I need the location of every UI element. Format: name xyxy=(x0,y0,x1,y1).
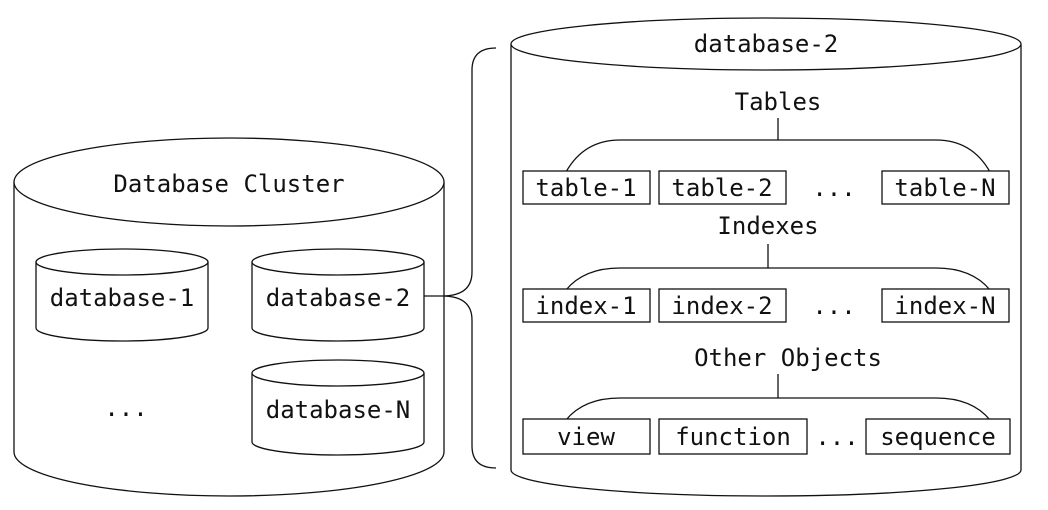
indexes-label: Indexes xyxy=(717,212,818,240)
index-n-label: index-N xyxy=(894,292,995,320)
detail-cylinder-body xyxy=(510,44,1022,497)
indexes-group: Indexes index-1 index-2 ... index-N xyxy=(522,212,1010,323)
tables-group: Tables table-1 table-2 ... table-N xyxy=(522,88,1010,205)
database-2-label: database-2 xyxy=(266,284,411,312)
index-1-label: index-1 xyxy=(535,292,636,320)
other-objects-label: Other Objects xyxy=(694,344,882,372)
view-label: view xyxy=(557,423,615,451)
table-2-box[interactable] xyxy=(658,170,787,205)
index-n-box[interactable] xyxy=(881,288,1010,323)
table-1-box[interactable] xyxy=(522,170,651,205)
index-1-box[interactable] xyxy=(522,288,651,323)
other-objects-ellipsis: ... xyxy=(815,423,858,451)
database-1-body xyxy=(35,262,209,342)
database-n-body xyxy=(251,373,425,456)
sequence-box[interactable] xyxy=(865,418,1011,455)
detail-cylinder: database-2 xyxy=(510,17,1022,497)
sequence-label: sequence xyxy=(880,423,996,451)
other-objects-group: Other Objects view function ... sequence xyxy=(522,344,1011,455)
index-2-label: index-2 xyxy=(671,292,772,320)
cluster-title: Database Cluster xyxy=(113,170,344,198)
tables-label: Tables xyxy=(735,88,822,116)
indexes-bracket xyxy=(565,244,991,291)
tables-bracket xyxy=(565,118,991,173)
index-2-box[interactable] xyxy=(658,288,787,323)
database-1-label: database-1 xyxy=(50,284,195,312)
database-n-top xyxy=(251,359,425,387)
function-label: function xyxy=(675,423,791,451)
view-box[interactable] xyxy=(522,418,651,455)
curly-brace xyxy=(441,47,497,469)
cluster-ellipsis: ... xyxy=(104,394,147,422)
indexes-ellipsis: ... xyxy=(812,292,855,320)
table-n-label: table-N xyxy=(894,174,995,202)
database-2-body xyxy=(251,262,425,342)
table-2-label: table-2 xyxy=(671,174,772,202)
table-n-box[interactable] xyxy=(881,170,1010,205)
tables-ellipsis: ... xyxy=(812,174,855,202)
detail-title: database-2 xyxy=(694,30,839,58)
database-n-label: database-N xyxy=(266,396,411,424)
detail-cylinder-top xyxy=(510,17,1022,71)
function-box[interactable] xyxy=(658,418,808,455)
database-1-top xyxy=(35,248,209,276)
table-1-label: table-1 xyxy=(535,174,636,202)
cluster-cylinder-top xyxy=(13,137,445,227)
database-1-cylinder[interactable]: database-1 xyxy=(35,248,209,342)
database-n-cylinder[interactable]: database-N xyxy=(251,359,425,456)
database-2-top xyxy=(251,248,425,276)
other-objects-bracket xyxy=(565,374,991,421)
database-2-cylinder[interactable]: database-2 xyxy=(251,248,425,342)
